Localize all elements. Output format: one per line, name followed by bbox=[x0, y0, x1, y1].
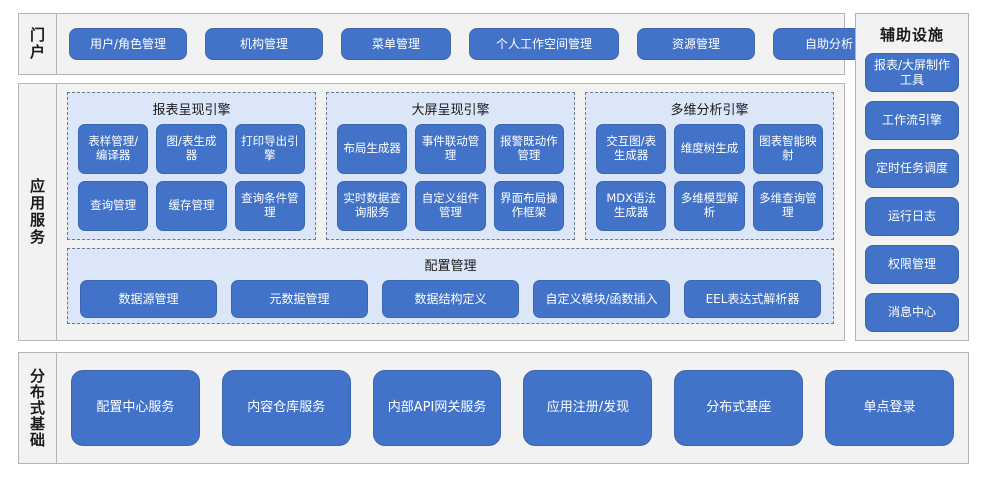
engine-bigscreen-rendering-title: 大屏呈现引擎 bbox=[411, 103, 490, 118]
portal-button-row: 用户/角色管理 机构管理 菜单管理 个人工作空间管理 资源管理 自助分析 bbox=[69, 14, 885, 74]
config-management-title: 配置管理 bbox=[424, 259, 477, 274]
aux-item-runtime-log[interactable]: 运行日志 bbox=[865, 197, 959, 236]
portal-item-resource-management[interactable]: 资源管理 bbox=[637, 28, 755, 60]
config-item-metadata-management[interactable]: 元数据管理 bbox=[231, 280, 368, 318]
auxiliary-facilities-section: 辅助设施 报表/大屏制作工具 工作流引擎 定时任务调度 运行日志 权限管理 消息… bbox=[855, 13, 969, 341]
distributed-base-row: 配置中心服务 内容仓库服务 内部API网关服务 应用注册/发现 分布式基座 单点… bbox=[71, 353, 954, 463]
engine3-item-model-parser[interactable]: 多维模型解析 bbox=[674, 181, 745, 231]
config-item-eel-expression-parser[interactable]: EEL表达式解析器 bbox=[684, 280, 821, 318]
engine3-item-chart-auto-mapping[interactable]: 图表智能映射 bbox=[752, 124, 823, 174]
config-item-datasource-management[interactable]: 数据源管理 bbox=[80, 280, 217, 318]
engine2-item-ui-layout-framework[interactable]: 界面布局操作框架 bbox=[493, 181, 564, 231]
engine3-item-query-management[interactable]: 多维查询管理 bbox=[752, 181, 823, 231]
application-service-section: 应用服务 报表呈现引擎 表样管理/编译器 图/表生成器 打印导出引擎 查询管理 … bbox=[18, 83, 845, 341]
auxiliary-facilities-title: 辅助设施 bbox=[879, 26, 944, 44]
config-item-custom-module-func[interactable]: 自定义模块/函数插入 bbox=[533, 280, 670, 318]
engine1-item-query-management[interactable]: 查询管理 bbox=[78, 181, 149, 231]
portal-item-personal-workspace[interactable]: 个人工作空间管理 bbox=[469, 28, 619, 60]
engine2-item-custom-component[interactable]: 自定义组件管理 bbox=[415, 181, 486, 231]
engine2-item-realtime-query[interactable]: 实时数据查询服务 bbox=[337, 181, 408, 231]
portal-section-body: 用户/角色管理 机构管理 菜单管理 个人工作空间管理 资源管理 自助分析 bbox=[57, 14, 885, 74]
base-item-config-center-service[interactable]: 配置中心服务 bbox=[71, 370, 200, 446]
engine1-item-cache-management[interactable]: 缓存管理 bbox=[156, 181, 227, 231]
base-item-app-register-discover[interactable]: 应用注册/发现 bbox=[523, 370, 653, 446]
engine-report-rendering: 报表呈现引擎 表样管理/编译器 图/表生成器 打印导出引擎 查询管理 缓存管理 … bbox=[67, 92, 316, 240]
base-item-content-repo-service[interactable]: 内容仓库服务 bbox=[221, 370, 351, 446]
portal-section-label: 门户 bbox=[19, 14, 57, 74]
engine1-item-chart-generator[interactable]: 图/表生成器 bbox=[156, 124, 227, 174]
aux-item-report-bigscreen-tool[interactable]: 报表/大屏制作工具 bbox=[865, 53, 959, 92]
engine2-item-event-linkage[interactable]: 事件联动管理 bbox=[415, 124, 486, 174]
portal-item-org-management[interactable]: 机构管理 bbox=[205, 28, 323, 60]
engine-multidimensional-analysis: 多维分析引擎 交互图/表生成器 维度树生成 图表智能映射 MDX语法生成器 多维… bbox=[585, 92, 834, 240]
aux-item-permission-management[interactable]: 权限管理 bbox=[865, 245, 959, 284]
distributed-base-section: 分布式基础 配置中心服务 内容仓库服务 内部API网关服务 应用注册/发现 分布… bbox=[18, 352, 969, 464]
base-item-distributed-foundation[interactable]: 分布式基座 bbox=[674, 370, 804, 446]
application-service-body: 报表呈现引擎 表样管理/编译器 图/表生成器 打印导出引擎 查询管理 缓存管理 … bbox=[57, 84, 844, 340]
engine3-item-mdx-generator[interactable]: MDX语法生成器 bbox=[596, 181, 667, 231]
auxiliary-facilities-list: 报表/大屏制作工具 工作流引擎 定时任务调度 运行日志 权限管理 消息中心 bbox=[865, 53, 959, 332]
engine3-item-interactive-chart[interactable]: 交互图/表生成器 bbox=[596, 124, 667, 174]
base-item-internal-api-gateway[interactable]: 内部API网关服务 bbox=[372, 370, 502, 446]
engine-multidimensional-analysis-grid: 交互图/表生成器 维度树生成 图表智能映射 MDX语法生成器 多维模型解析 多维… bbox=[596, 124, 823, 231]
engines-row: 报表呈现引擎 表样管理/编译器 图/表生成器 打印导出引擎 查询管理 缓存管理 … bbox=[67, 92, 834, 240]
auxiliary-facilities-body: 辅助设施 报表/大屏制作工具 工作流引擎 定时任务调度 运行日志 权限管理 消息… bbox=[856, 14, 968, 340]
base-item-single-sign-on[interactable]: 单点登录 bbox=[825, 370, 954, 446]
engine-bigscreen-rendering: 大屏呈现引擎 布局生成器 事件联动管理 报警既动作管理 实时数据查询服务 自定义… bbox=[326, 92, 575, 240]
config-item-data-structure-def[interactable]: 数据结构定义 bbox=[382, 280, 519, 318]
application-service-section-label: 应用服务 bbox=[19, 84, 57, 340]
aux-item-message-center[interactable]: 消息中心 bbox=[865, 293, 959, 332]
distributed-base-body: 配置中心服务 内容仓库服务 内部API网关服务 应用注册/发现 分布式基座 单点… bbox=[57, 353, 968, 463]
engine1-item-print-export[interactable]: 打印导出引擎 bbox=[234, 124, 305, 174]
engine2-item-layout-generator[interactable]: 布局生成器 bbox=[337, 124, 408, 174]
portal-item-user-role-management[interactable]: 用户/角色管理 bbox=[69, 28, 187, 60]
aux-item-scheduled-task[interactable]: 定时任务调度 bbox=[865, 149, 959, 188]
config-management-row: 数据源管理 元数据管理 数据结构定义 自定义模块/函数插入 EEL表达式解析器 bbox=[80, 280, 821, 318]
engine-multidimensional-analysis-title: 多维分析引擎 bbox=[670, 103, 749, 118]
engine-report-rendering-grid: 表样管理/编译器 图/表生成器 打印导出引擎 查询管理 缓存管理 查询条件管理 bbox=[78, 124, 305, 231]
engine2-item-alarm-action[interactable]: 报警既动作管理 bbox=[493, 124, 564, 174]
engine3-item-dimension-tree[interactable]: 维度树生成 bbox=[674, 124, 745, 174]
distributed-base-section-label: 分布式基础 bbox=[19, 353, 57, 463]
portal-item-menu-management[interactable]: 菜单管理 bbox=[341, 28, 451, 60]
config-management-panel: 配置管理 数据源管理 元数据管理 数据结构定义 自定义模块/函数插入 EEL表达… bbox=[67, 248, 834, 324]
engine1-item-template-manager[interactable]: 表样管理/编译器 bbox=[78, 124, 149, 174]
engine1-item-query-condition[interactable]: 查询条件管理 bbox=[234, 181, 305, 231]
aux-item-workflow-engine[interactable]: 工作流引擎 bbox=[865, 101, 959, 140]
engine-report-rendering-title: 报表呈现引擎 bbox=[152, 103, 231, 118]
engine-bigscreen-rendering-grid: 布局生成器 事件联动管理 报警既动作管理 实时数据查询服务 自定义组件管理 界面… bbox=[337, 124, 564, 231]
portal-section: 门户 用户/角色管理 机构管理 菜单管理 个人工作空间管理 资源管理 自助分析 bbox=[18, 13, 885, 75]
